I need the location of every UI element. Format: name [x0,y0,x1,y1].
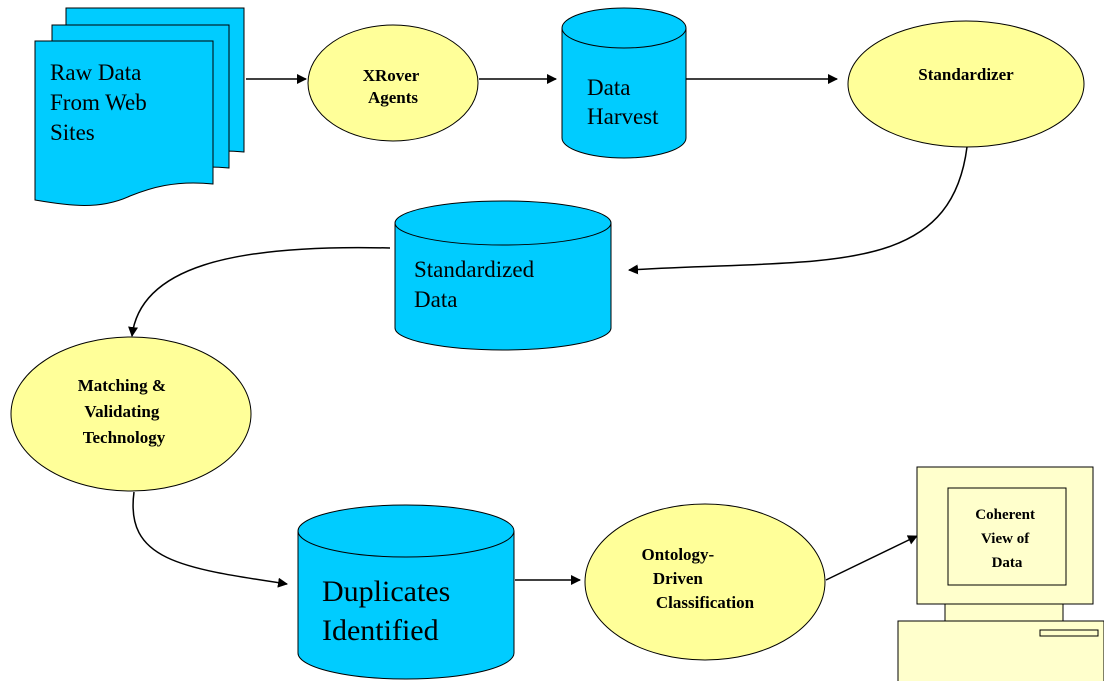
monitor-screen [947,487,1067,586]
cylinder-body [561,28,687,159]
ontology-classification-node: Ontology- Driven Classification [584,503,826,661]
computer-icon [897,466,1104,681]
edge-ontology-to-coherent-view [825,535,918,581]
data-harvest-label-line-2: Harvest [587,104,659,129]
svg-text:Ontology- Driven C: Ontology- Driven Classification [642,545,755,612]
xrover-label-line-2: Agents [368,88,418,107]
raw-data-label-line-1: Raw Data [50,60,141,85]
svg-text:XRover Agents: XRover Agents [363,66,424,107]
matching-label-line-2: Validating [84,402,159,421]
svg-text:Duplicates Identified: Duplicates Identified [322,575,458,647]
cylinder-top [561,7,687,49]
document-stack-shape [34,7,245,206]
coherent-view-label-line-2: View of [981,531,1030,547]
cylinder-top [297,504,515,558]
standardized-data-node: Standardized Data [394,200,612,351]
process-ellipse [10,336,252,492]
data-harvest-label-line-1: Data [587,75,630,100]
svg-text:Standardized Data: Standardized Data [414,257,540,312]
edge-matching-to-duplicates [132,491,288,588]
xrover-label-line-1: XRover [363,66,420,85]
ontology-label-line-1: Ontology- [642,545,715,564]
disk-drive-slot [1039,629,1099,637]
edge-standardizer-to-standardized-data [628,146,968,275]
standardizer-node: Standardizer [847,20,1085,148]
cylinder-body [297,531,515,680]
duplicates-label-line-2: Identified [322,614,439,647]
coherent-view-label-line-1: Coherent [975,507,1035,523]
ontology-label-line-3: Classification [656,593,755,612]
duplicates-label-line-1: Duplicates [322,575,450,608]
edge-standardized-data-to-matching [128,246,391,337]
matching-label-line-1: Matching & [78,376,166,395]
svg-text:Coherent View of D: Coherent View of Data [975,507,1038,571]
process-ellipse [307,24,479,142]
raw-data-node: Raw Data From Web Sites [34,7,245,206]
matching-validating-node: Matching & Validating Technology [10,336,252,492]
svg-text:Raw Data From Web: Raw Data From Web Sites [50,60,153,145]
matching-label-line-3: Technology [83,428,166,447]
cylinder-top [394,200,612,246]
xrover-agents-node: XRover Agents [307,24,479,142]
monitor-stand [944,603,1064,622]
data-harvest-node: Data Harvest [561,7,687,159]
coherent-view-label-line-3: Data [992,555,1023,571]
svg-text:Standardizer: Standardizer [918,65,1014,84]
process-ellipse [584,503,826,661]
standardizer-label-line-1: Standardizer [918,65,1014,84]
coherent-view-node: Coherent View of Data [897,466,1104,681]
raw-data-label-line-3: Sites [50,120,95,145]
raw-data-label-line-2: From Web [50,90,147,115]
cylinder-body [394,223,612,351]
process-ellipse [847,20,1085,148]
standardized-data-label-line-2: Data [414,287,457,312]
standardized-data-label-line-1: Standardized [414,257,535,282]
svg-text:Data Harvest: Data Harvest [587,75,659,129]
duplicates-identified-node: Duplicates Identified [297,504,515,680]
ontology-label-line-2: Driven [653,569,704,588]
svg-text:Matching & Validating: Matching & Validating Technology [78,376,171,447]
edges [128,74,968,588]
